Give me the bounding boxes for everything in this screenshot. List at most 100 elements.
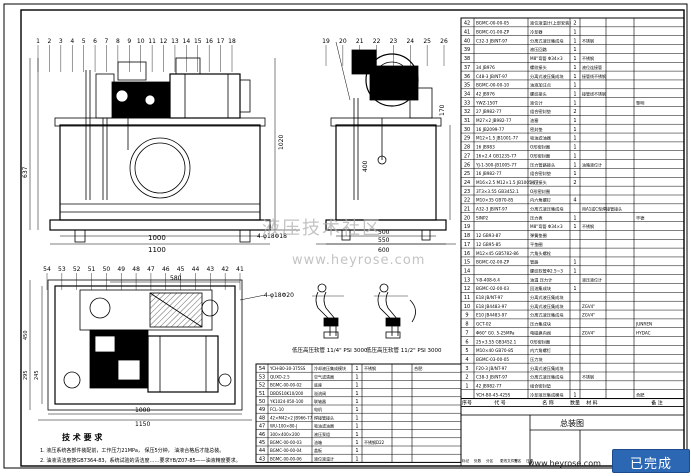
right-row-qty: 1 xyxy=(573,38,576,44)
right-row-code: Y-B-408-6.4 xyxy=(475,277,500,282)
right-row-qty: 4 xyxy=(573,198,576,204)
right-row-code: 27 JB982-77 xyxy=(476,109,502,114)
left-row-code: BGMC-00-00-06 xyxy=(270,456,302,461)
hose-label-right: 低压高压软管 11/2" PSI 3000 xyxy=(366,346,442,354)
right-row-name: 分离式液压集成块 xyxy=(530,365,564,372)
right-row-no: 17 xyxy=(464,242,470,248)
right-row-name: 螺纹接头 xyxy=(530,64,547,71)
right-row-name: 内六角螺钉 xyxy=(530,347,552,354)
left-row-no: 45 xyxy=(259,440,265,446)
right-row-name: 分离式液压集成块 xyxy=(530,374,564,381)
right-row-extra: 华德 xyxy=(636,214,645,221)
right-row-no: 35 xyxy=(464,83,470,89)
right-row-name: 密封垫 xyxy=(530,126,543,133)
completed-badge[interactable]: 已完成 xyxy=(612,449,690,473)
right-row-code: A32-3 JB/NT-97 xyxy=(476,207,508,212)
dim-side-500: 500 xyxy=(378,229,390,236)
right-row-note: 不锈钢 xyxy=(582,223,594,229)
right-row-code: M16×2.5 M12×1.5 JB1005-77 xyxy=(476,180,539,185)
right-row-name: 冷却液压集成模块 xyxy=(530,391,564,398)
right-row-code: C48-3 JB/NT-97 xyxy=(476,74,508,79)
left-row-code: QUXO-2.5 xyxy=(270,374,290,379)
right-row-no: 22 xyxy=(464,198,470,204)
right-row-name: 电磁换向阀 xyxy=(530,329,551,336)
title-label: 分区 xyxy=(486,458,494,463)
left-row-note: 不锈钢D22 xyxy=(364,439,385,445)
right-row-extra: 合肥 xyxy=(636,391,645,398)
left-row-no: 47 xyxy=(259,424,265,430)
title-block xyxy=(460,414,685,467)
balloon-10: 10 xyxy=(137,38,145,45)
left-row-code: BGMC-00-00-02 xyxy=(270,383,302,388)
hole-callout-top: 4-φ18Φ20 xyxy=(264,292,294,299)
balloon-54: 54 xyxy=(43,266,51,273)
right-row-code: E10 JB4483-97 xyxy=(476,313,507,318)
right-row-name: 油液加注点 xyxy=(530,82,551,89)
left-row-qty: 1 xyxy=(355,366,358,372)
dim-top-245: 245 xyxy=(34,370,40,380)
right-row-code: E18 JB/NT-97 xyxy=(476,295,503,300)
title-label: 处数 xyxy=(474,458,482,463)
watermark-cn: 液压技术社区 xyxy=(262,218,382,239)
right-row-code: 16 JB983 xyxy=(476,145,495,150)
right-row-no: 6 xyxy=(465,339,468,345)
right-row-no: 31 xyxy=(464,118,470,124)
balloon-17: 17 xyxy=(217,38,225,45)
hose-detail-left xyxy=(312,283,344,339)
dim-top-580: 580 xyxy=(170,275,182,282)
dim-front-1000: 1000 xyxy=(148,234,166,242)
left-row-name: 电机 xyxy=(314,406,322,412)
left-row-name: 吸油滤油器 xyxy=(314,423,334,429)
right-row-qty: 1 xyxy=(573,47,576,53)
tech-req-line-1: 1. 液压系统各部件装配前，工作压力21MPa， 保压5分钟， 油液合格后才能总… xyxy=(40,447,224,454)
left-row-no: 49 xyxy=(259,407,265,413)
right-row-note: 油箱液位计 xyxy=(582,161,602,167)
right-row-code: BGMC-00-00-05 xyxy=(476,21,509,26)
right-row-no: 34 xyxy=(464,91,470,97)
right-row-no: 5 xyxy=(465,348,468,354)
right-row-no: 30 xyxy=(464,127,470,133)
right-row-name: 液压回路 xyxy=(530,46,548,53)
right-row-qty: 1 xyxy=(573,74,576,80)
left-row-code: 42×M42×2 JB966-77 xyxy=(270,415,313,420)
right-row-no: 1 xyxy=(465,384,468,390)
right-row-qty: 1 xyxy=(573,260,576,266)
tech-req-title: 技 术 要 求 xyxy=(62,432,103,442)
right-row-qty: 1 xyxy=(573,286,576,292)
left-row-name: 油箱 xyxy=(314,439,322,445)
right-row-qty: 1 xyxy=(573,392,576,398)
balloon-23: 23 xyxy=(390,38,398,45)
right-row-no: 8 xyxy=(465,322,468,328)
balloon-44: 44 xyxy=(192,266,200,273)
right-row-code: M10×40 GB70-85 xyxy=(476,348,514,353)
right-row-name: 液位液温计(上部安装) xyxy=(530,20,571,27)
balloon-13: 13 xyxy=(171,38,179,45)
right-row-no: 4 xyxy=(465,357,468,363)
balloon-3: 3 xyxy=(59,38,63,45)
right-row-no: 23 xyxy=(464,189,470,195)
right-row-no: 29 xyxy=(464,136,470,142)
right-row-code: C38-3 JB/NT-97 xyxy=(476,375,508,380)
right-row-code: 12 GB93-87 xyxy=(476,233,501,238)
right-row-no: 36 xyxy=(464,74,470,80)
left-row-no: 51 xyxy=(259,391,265,397)
dim-front-height: 637 xyxy=(22,166,29,178)
balloon-26: 26 xyxy=(440,38,448,45)
right-row-code: BGMC-00-00-10 xyxy=(476,83,509,88)
left-row-no: 50 xyxy=(259,399,265,405)
balloon-24: 24 xyxy=(406,38,414,45)
right-row-note: ZGV4" xyxy=(582,330,595,335)
right-row-name: 分离式液压集成块 xyxy=(530,294,564,301)
right-row-note: ZGV4" xyxy=(582,313,595,318)
watermark-url: www.heyrose.com xyxy=(292,253,425,268)
right-row-qty: 1 xyxy=(573,30,576,36)
right-row-note: 液压液位计 xyxy=(582,276,602,282)
left-row-qty: 1 xyxy=(355,432,358,438)
right-row-qty: 1 xyxy=(573,83,576,89)
right-row-no: 32 xyxy=(464,109,470,115)
right-row-no: 9 xyxy=(465,313,468,319)
right-row-code: 12 GB95-85 xyxy=(476,242,501,247)
right-row-no: 26 xyxy=(464,162,470,168)
